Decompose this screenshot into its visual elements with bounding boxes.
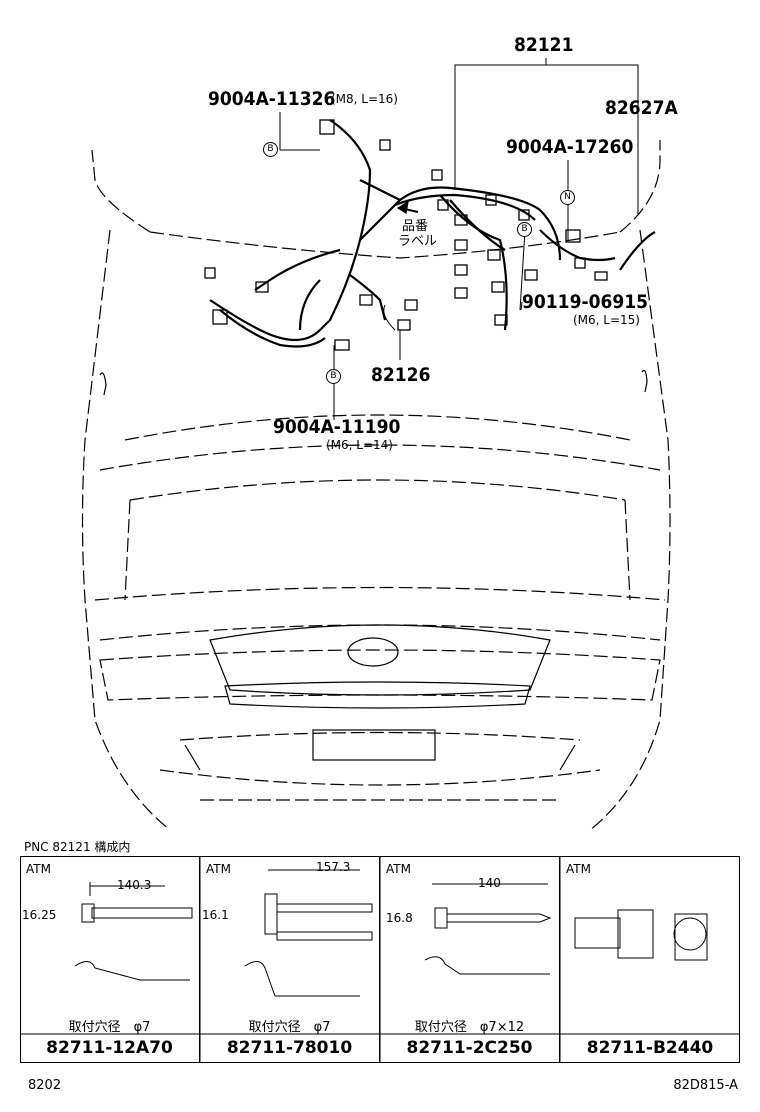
legend-length: 140.3 — [117, 878, 152, 892]
legend-height: 16.25 — [22, 908, 57, 922]
part-label-line2: ラベル — [398, 233, 438, 249]
legend-height: 16.8 — [386, 911, 413, 925]
callout-82627a: 82627A — [605, 97, 678, 119]
legend-part-number: 82711-78010 — [226, 1038, 353, 1058]
bolt-badge-b: B — [326, 369, 341, 384]
callout-9004a-17260: 9004A-17260 — [506, 136, 634, 158]
legend-grid — [20, 856, 740, 1063]
callout-9004a-11190: 9004A-11190 — [273, 416, 401, 438]
diagram-code: 82D815-A — [673, 1078, 738, 1093]
legend-part-number: 82711-2C250 — [406, 1038, 533, 1058]
wiring-harness-diagram — [81, 58, 671, 831]
legend-cell: ATM 140 16.8 取付穴径 φ7×12 82711-2C250 — [380, 856, 560, 1063]
legend-atm: ATM — [566, 862, 591, 876]
callout-82126: 82126 — [371, 364, 431, 386]
legend-atm: ATM — [206, 862, 231, 876]
part-label-line1: 品番 — [402, 219, 429, 234]
vehicle-outline — [81, 140, 671, 831]
legend-header: PNC 82121 構成内 — [24, 840, 131, 854]
bolt-badge-n: N — [560, 190, 575, 205]
grille-slot — [224, 681, 531, 709]
callout-82121: 82121 — [514, 34, 574, 56]
part-label-tag: 品番 ラベル — [398, 219, 437, 250]
legend-table: ATM 140.3 16.25 取付穴径 φ7 82711-12A70 ATM … — [20, 856, 740, 1063]
callout-90119-06915: 90119-06915 — [522, 291, 649, 313]
legend-part-number: 82711-B2440 — [586, 1038, 714, 1058]
legend-height: 16.1 — [202, 908, 229, 922]
license-plate — [312, 729, 436, 761]
callout-9004a-11326-spec: (M8, L=16) — [331, 92, 398, 106]
legend-length: 140 — [478, 876, 501, 890]
legend-mount-hole: 取付穴径 φ7 — [248, 1020, 331, 1035]
bolt-badge-b: B — [263, 142, 278, 157]
legend-atm: ATM — [386, 862, 411, 876]
legend-mount-hole: 取付穴径 φ7 — [68, 1020, 151, 1035]
legend-cell: ATM 157.3 16.1 取付穴径 φ7 82711-78010 — [200, 856, 380, 1063]
callout-90119-06915-spec: (M6, L=15) — [573, 313, 640, 327]
grille-outline — [209, 624, 551, 696]
legend-atm: ATM — [26, 862, 51, 876]
harness-main — [209, 119, 656, 348]
legend-cell: ATM 82711-B2440 — [560, 856, 740, 1063]
emblem — [347, 637, 399, 667]
callout-9004a-11190-spec: (M6, L=14) — [326, 438, 393, 452]
leader-lines — [279, 58, 639, 420]
page-number: 8202 — [28, 1078, 62, 1093]
legend-mount-hole: 取付穴径 φ7×12 — [414, 1020, 525, 1035]
connectors — [204, 119, 608, 351]
bolt-badge-b: B — [517, 222, 532, 237]
legend-length: 157.3 — [316, 860, 351, 874]
legend-cell: ATM 140.3 16.25 取付穴径 φ7 82711-12A70 — [20, 856, 200, 1063]
legend-part-number: 82711-12A70 — [46, 1038, 173, 1058]
callout-9004a-11326: 9004A-11326 — [208, 88, 336, 110]
